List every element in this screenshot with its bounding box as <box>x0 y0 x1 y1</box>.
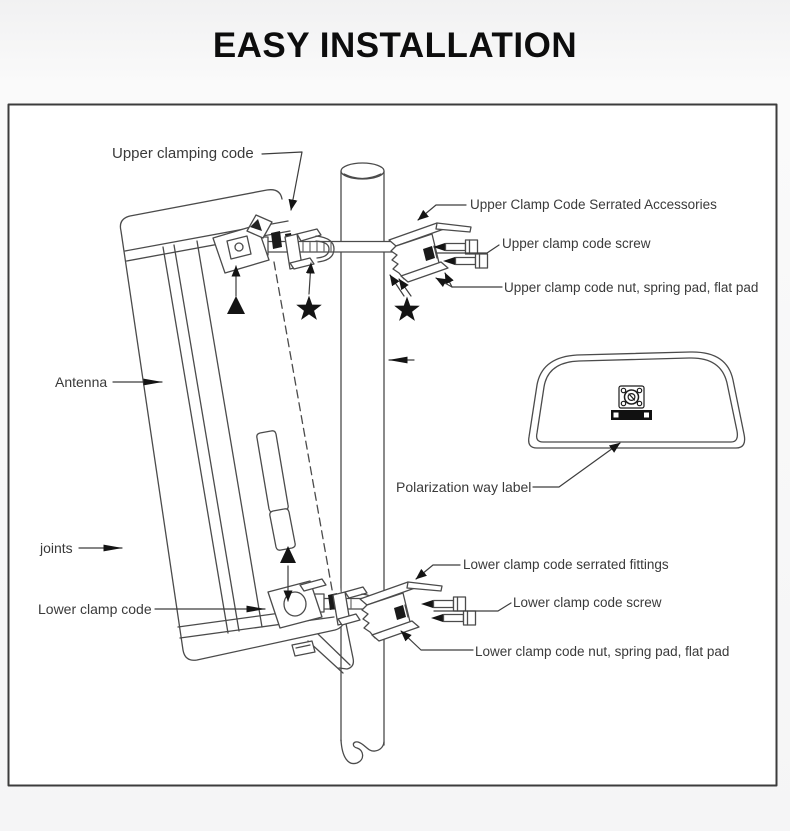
symbol-leaders <box>231 262 415 602</box>
label-lower-nut: Lower clamp code nut, spring pad, flat p… <box>475 644 730 659</box>
label-upper-screw: Upper clamp code screw <box>502 236 651 251</box>
label-upper-clamping-code: Upper clamping code <box>112 145 254 162</box>
label-joints: joints <box>40 540 73 556</box>
lower-clamp-assembly <box>267 578 477 642</box>
panel-bottom-corner <box>291 613 355 674</box>
label-lower-clamp-code: Lower clamp code <box>38 601 152 617</box>
leader-lines <box>78 151 621 651</box>
panel-slot <box>256 430 296 551</box>
triangle-marker-2 <box>280 546 296 563</box>
mounting-pole <box>340 162 385 765</box>
page-title: EASY INSTALLATION <box>212 26 578 65</box>
rf-connector-icon <box>618 385 645 409</box>
lower-screws <box>421 596 477 626</box>
bottom-view-dome <box>528 351 746 449</box>
lower-serrated-bracket <box>359 581 443 642</box>
label-antenna: Antenna <box>55 374 108 390</box>
antenna-panel <box>119 189 355 674</box>
upper-screws <box>433 239 489 269</box>
symbol-markers <box>227 295 420 563</box>
star-marker-2 <box>394 296 420 321</box>
triangle-marker-1 <box>227 296 245 314</box>
polarization-label-bar <box>611 410 652 420</box>
label-upper-serrated-accessories: Upper Clamp Code Serrated Accessories <box>470 197 717 212</box>
label-upper-nut: Upper clamp code nut, spring pad, flat p… <box>504 280 759 295</box>
label-lower-serrated-fittings: Lower clamp code serrated fittings <box>463 557 669 572</box>
upper-clamp-assembly <box>212 214 489 283</box>
hidden-back-edge <box>273 261 337 613</box>
upper-serrated-bracket <box>388 222 472 283</box>
star-marker-1 <box>296 295 322 320</box>
label-polarization-way: Polarization way label <box>396 479 532 495</box>
label-lower-screw: Lower clamp code screw <box>513 595 662 610</box>
